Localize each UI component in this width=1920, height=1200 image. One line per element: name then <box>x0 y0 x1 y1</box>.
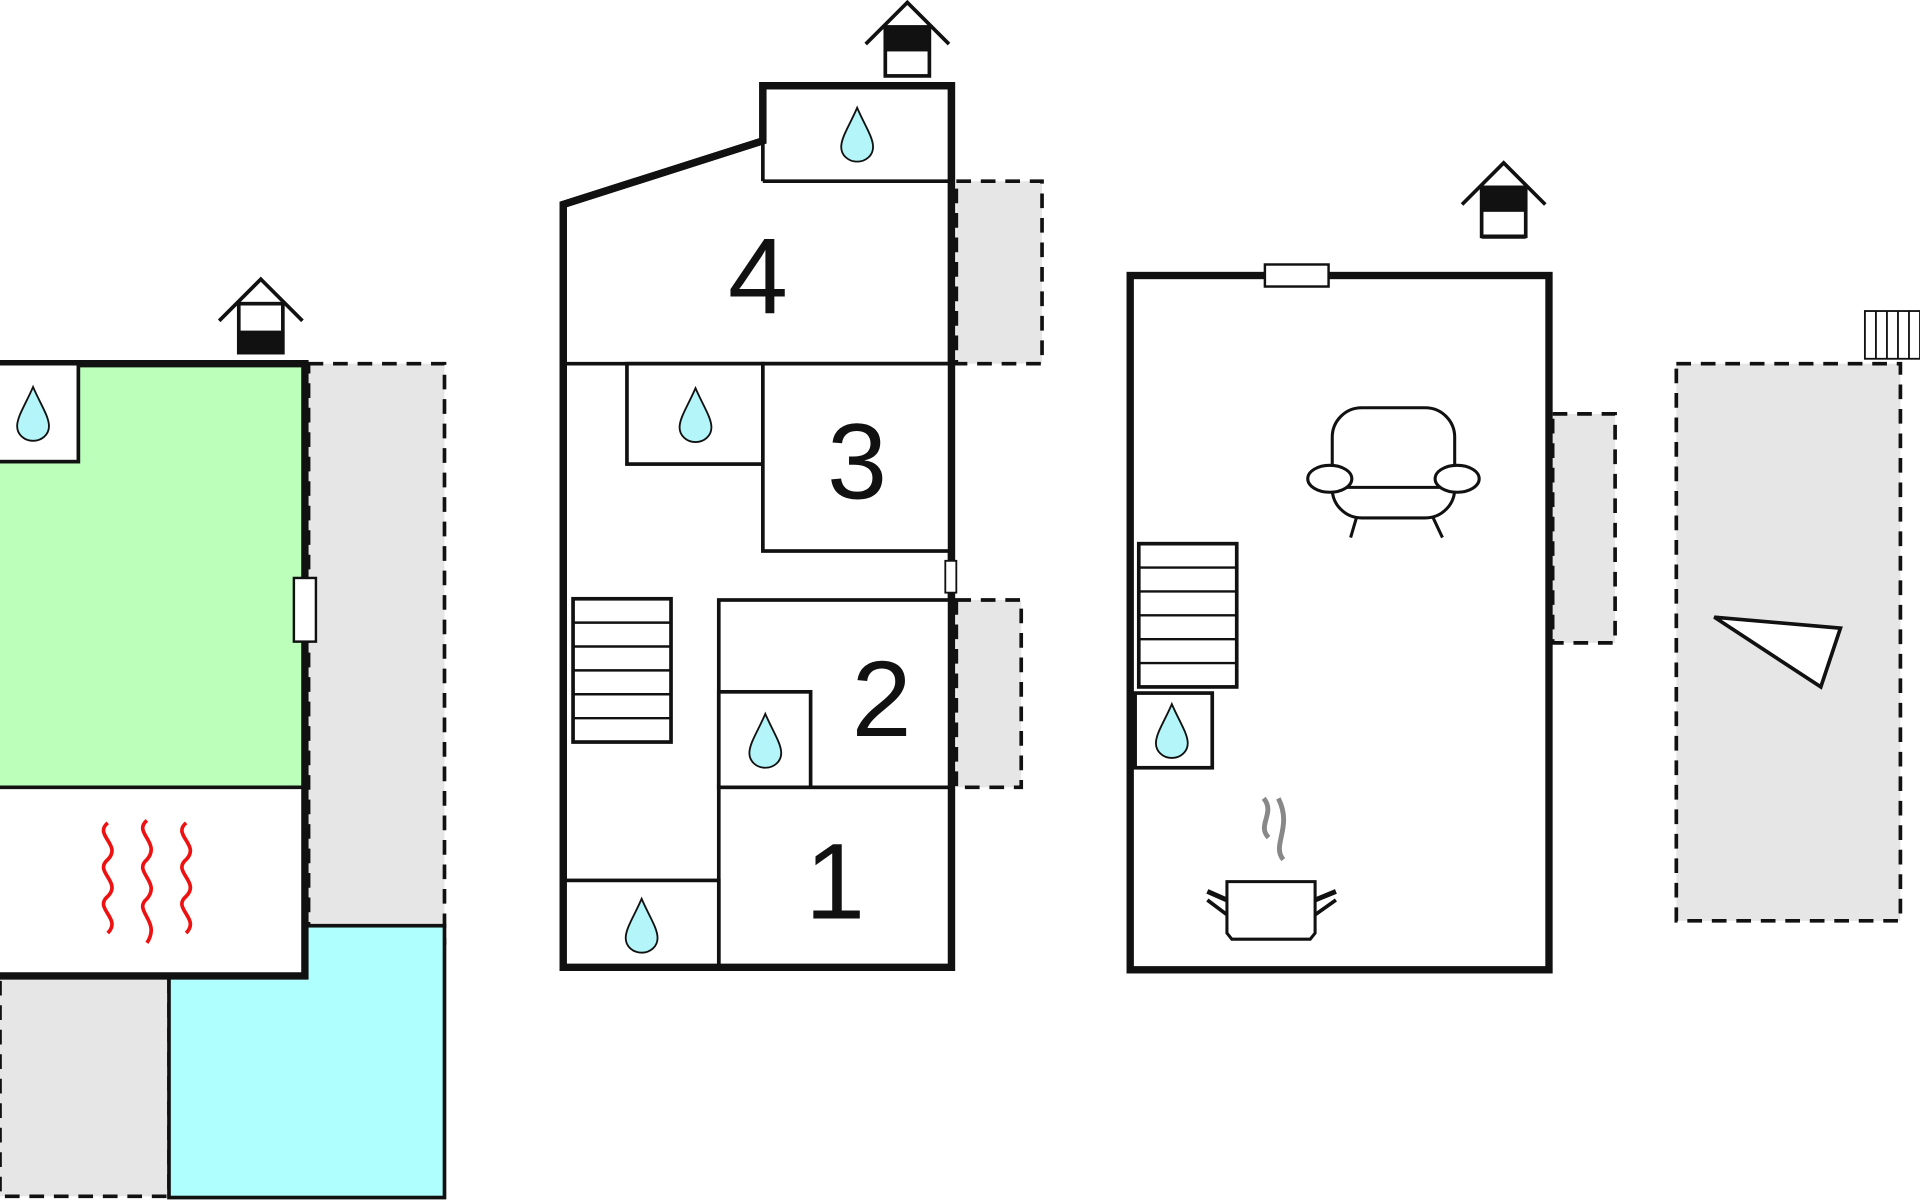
chimney-house-icon <box>863 0 951 78</box>
cooking-pot-icon <box>1206 796 1337 941</box>
sofa-icon <box>1306 406 1481 539</box>
room-label-3: 3 <box>827 400 887 521</box>
room-1 <box>716 785 954 970</box>
chimney-house-icon <box>1460 161 1548 239</box>
left-building <box>0 277 447 1200</box>
door-icon <box>944 559 958 594</box>
heat-waves-icon <box>101 818 193 944</box>
terrace-bottom <box>0 974 171 1199</box>
right-building <box>1126 161 1617 974</box>
compass-triangle-icon <box>1713 615 1843 690</box>
stairs-icon <box>571 596 673 744</box>
terrace-left <box>306 361 447 945</box>
door-icon <box>292 576 318 643</box>
balcony-upper <box>954 179 1044 366</box>
far-right-area <box>1674 310 1920 923</box>
sauna-room <box>0 787 305 976</box>
balcony-lower <box>954 598 1024 790</box>
fence-icon <box>1863 310 1920 360</box>
room-label-4: 4 <box>728 215 788 336</box>
water-drop-icon <box>840 106 874 163</box>
chimney-house-icon <box>217 277 305 355</box>
balcony <box>1550 412 1617 645</box>
middle-building: 4 3 2 1 <box>559 0 1044 972</box>
stairs-icon <box>1136 541 1239 689</box>
window-icon <box>1263 263 1330 288</box>
room-3 <box>761 361 954 553</box>
room-label-1: 1 <box>805 820 865 941</box>
room-label-2: 2 <box>852 638 912 759</box>
